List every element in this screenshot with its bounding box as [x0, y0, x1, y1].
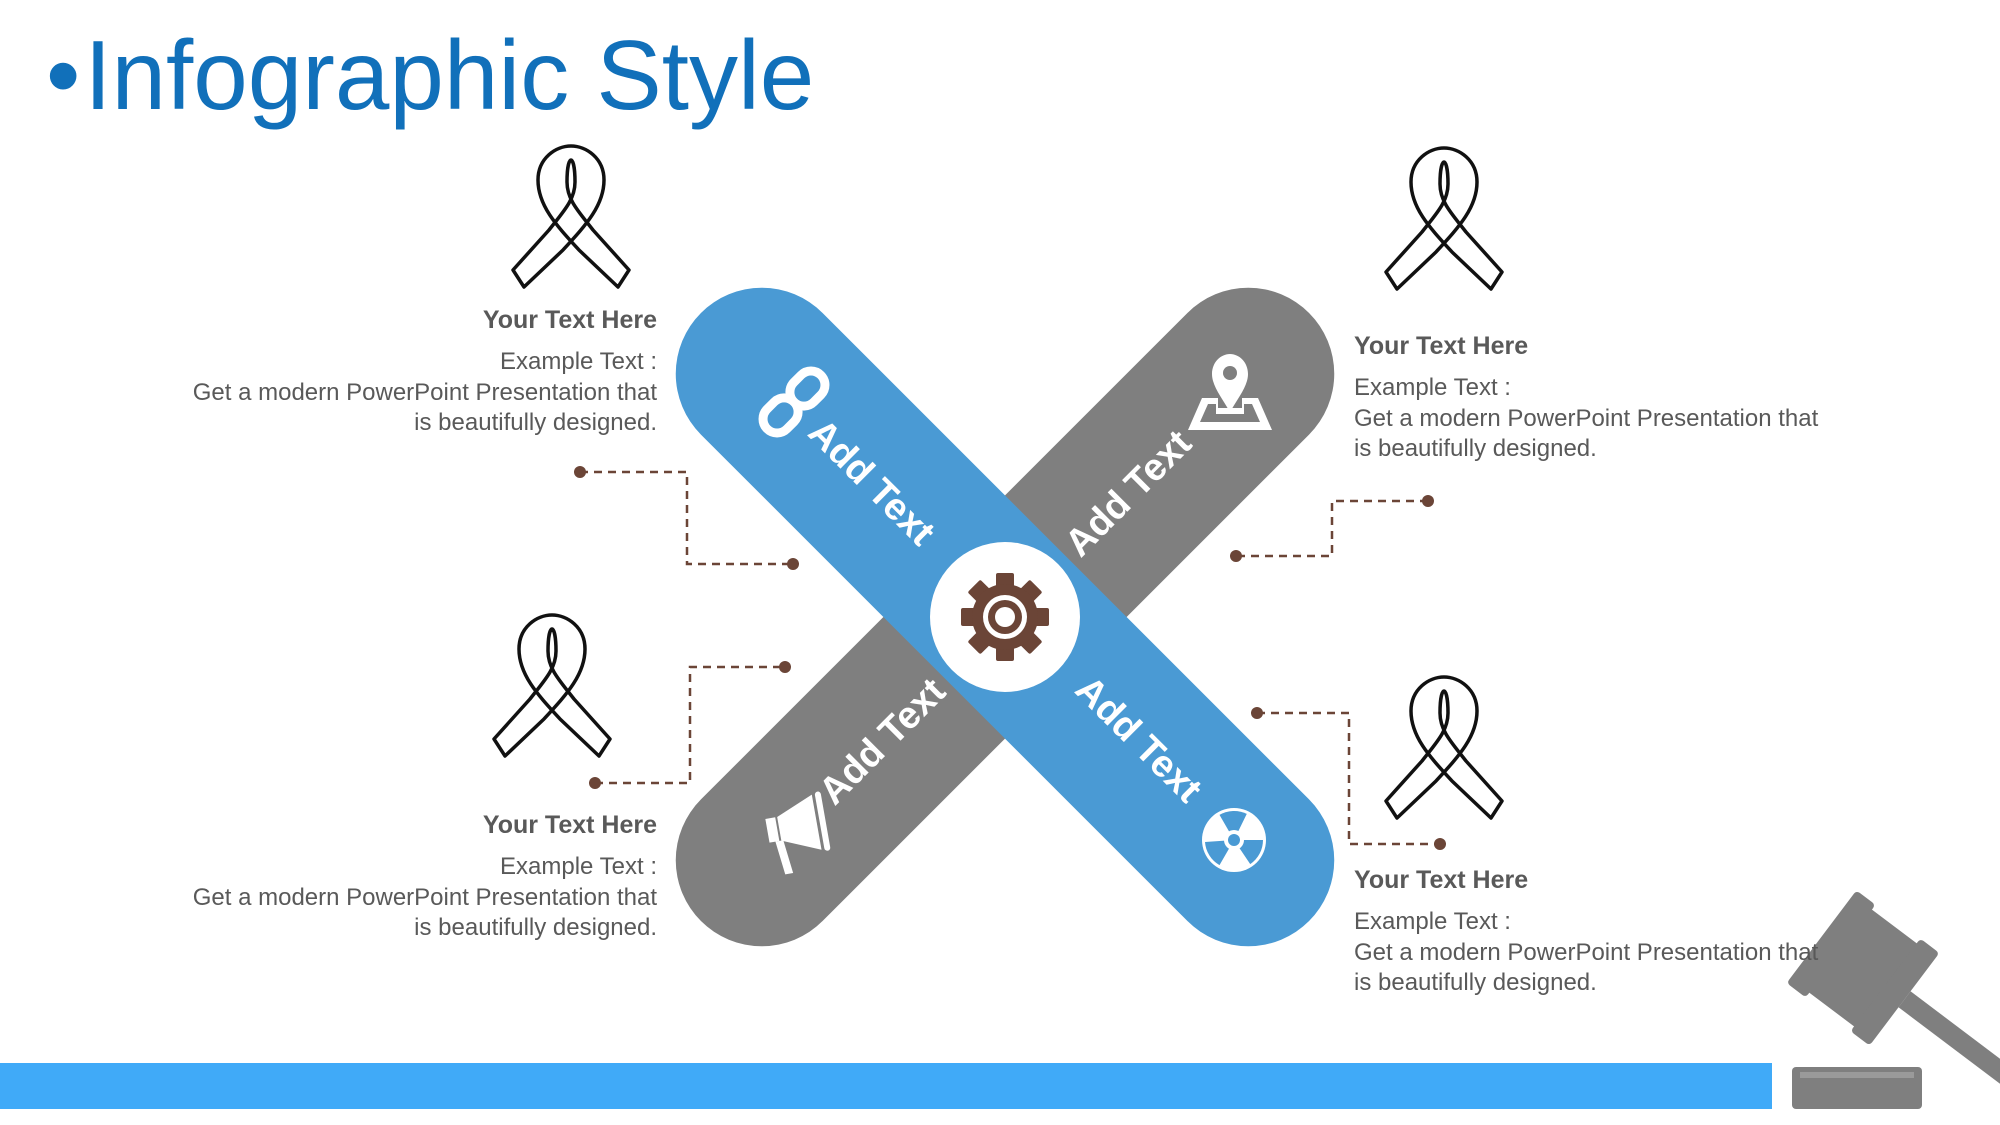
block-heading: Your Text Here: [1354, 332, 1529, 360]
ribbon-icon-top-left: [511, 144, 631, 289]
block-line: Get a modern PowerPoint Presentation tha…: [1354, 404, 1819, 432]
ribbon-icon-top-right: [1384, 146, 1504, 291]
connector-top-right: [1236, 499, 1428, 558]
gavel-icon: [1788, 891, 2000, 1109]
block-line: Example Text :: [1354, 908, 1511, 935]
block-line: is beautifully designed.: [414, 409, 657, 436]
text-block-bottom-right: Your Text Here Example Text : Get a mode…: [1354, 866, 1818, 999]
connector-bottom-right: [1257, 711, 1440, 846]
block-heading: Your Text Here: [1354, 866, 1529, 894]
link-icon: [758, 366, 830, 438]
title-text: Infographic Style: [84, 20, 815, 130]
block-line: Get a modern PowerPoint Presentation tha…: [192, 883, 657, 911]
map-pin-icon: [1188, 354, 1272, 430]
footer-bar: [0, 1063, 1772, 1109]
page-title: •Infographic Style: [46, 20, 815, 130]
block-line: Get a modern PowerPoint Presentation tha…: [192, 378, 657, 406]
block-line: Get a modern PowerPoint Presentation tha…: [1354, 938, 1819, 966]
ribbon-icon-bottom-left: [492, 613, 612, 758]
text-block-top-left: Your Text Here Example Text : Get a mode…: [193, 306, 657, 439]
block-line: is beautifully designed.: [1354, 969, 1597, 996]
block-line: Example Text :: [500, 348, 657, 375]
connector-top-left: [580, 470, 793, 566]
connector-bottom-left: [595, 665, 785, 785]
radiation-icon: [1202, 808, 1266, 872]
gear-icon: [961, 573, 1049, 661]
ribbon-icon-bottom-right: [1384, 675, 1504, 820]
block-line: is beautifully designed.: [1354, 435, 1597, 462]
connector-dots: [574, 466, 1446, 850]
block-heading: Your Text Here: [482, 811, 657, 839]
block-line: Example Text :: [500, 853, 657, 880]
block-line: Example Text :: [1354, 374, 1511, 401]
text-block-bottom-left: Your Text Here Example Text : Get a mode…: [193, 811, 657, 944]
block-line: is beautifully designed.: [414, 914, 657, 941]
title-bullet: •: [46, 20, 81, 130]
megaphone-icon: [765, 791, 831, 875]
block-heading: Your Text Here: [482, 306, 657, 334]
text-block-top-right: Your Text Here Example Text : Get a mode…: [1354, 332, 1818, 465]
connectors: [580, 470, 1440, 846]
